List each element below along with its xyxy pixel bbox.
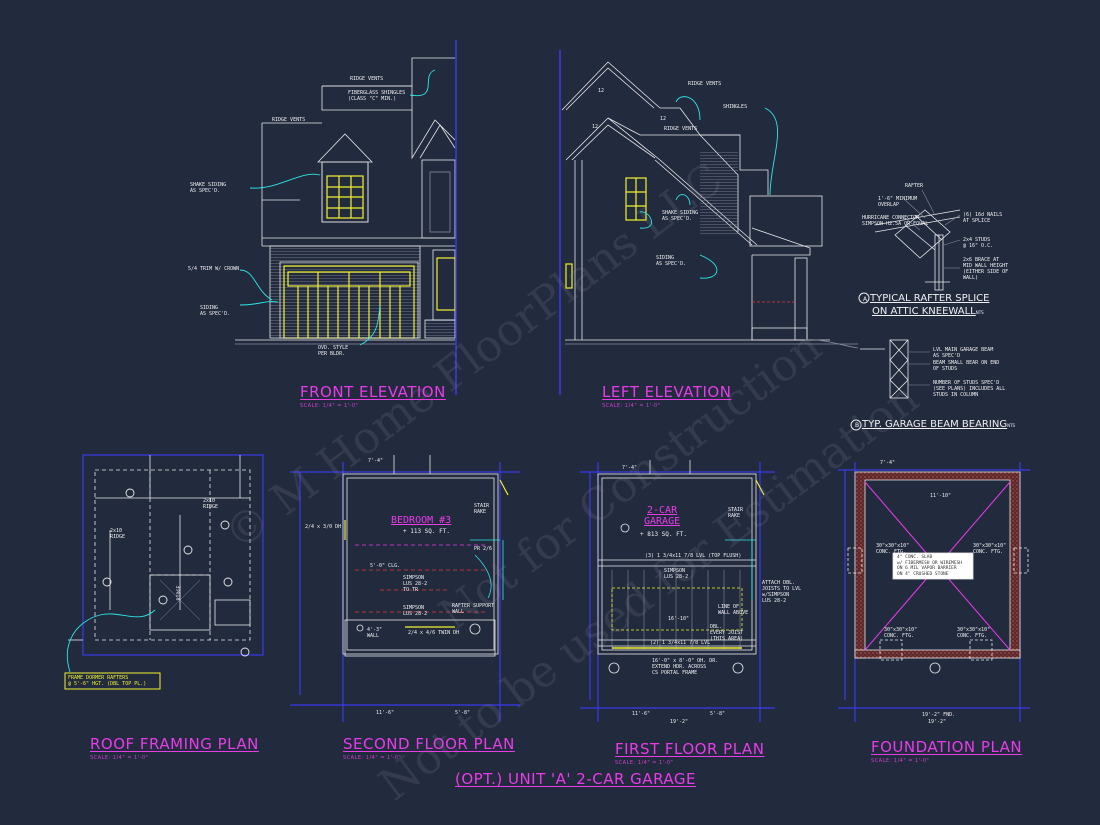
roof-callout-box <box>64 672 161 690</box>
first-dim-top: 7'-4" <box>622 465 638 471</box>
left-note-shingles: SHINGLES <box>723 104 748 110</box>
roof-ridge-3: RIDGE <box>176 585 183 601</box>
first-dim-mid: 16'-10" <box>668 616 690 622</box>
sheet-title: (OPT.) UNIT 'A' 2-CAR GARAGE <box>455 770 696 788</box>
front-elevation-drawing <box>235 40 457 395</box>
left-note-pitch-3: 12 <box>660 116 667 122</box>
foundation-ftg-1: 30"x30"x10"CONC. FTG. <box>876 543 910 555</box>
second-floor-plan-drawing <box>290 455 520 722</box>
foundation-dim-mid: 11'-10" <box>930 493 952 499</box>
left-note-pitch-2: 12 <box>592 124 599 130</box>
foundation-dim-top: 7'-4" <box>880 460 896 466</box>
detail-b-drawing <box>860 339 930 399</box>
foundation-dim-b1: 19'-2" FND. <box>922 712 956 718</box>
second-dim-b2: 5'-8" <box>455 710 471 716</box>
first-room-area: + 813 SQ. FT. <box>640 531 687 538</box>
first-floor-plan-drawing <box>580 460 775 722</box>
front-note-ridge-left: RIDGE VENTS <box>272 117 306 123</box>
roof-callout: FRAME DORMER RAFTERS@ 5'-6" HGT. (DBL TO… <box>68 675 147 687</box>
foundation-dim-b2: 19'-2" <box>928 719 947 725</box>
second-door: PR 2/6 <box>474 546 493 552</box>
second-dh: 2/4 x 3/0 DH <box>305 524 342 530</box>
first-dim-b3: 19'-2" <box>670 719 689 725</box>
left-note-pitch-1: 12 <box>598 88 605 94</box>
detail-a-drawing <box>874 189 961 291</box>
detail-a-tag-circle <box>858 292 870 304</box>
front-note-shingles: FIBERGLASS SHINGLES(CLASS "C" MIN.) <box>348 90 406 102</box>
detail-a-rafter: RAFTER <box>905 183 924 189</box>
roof-framing-plan-drawing <box>68 454 264 656</box>
front-note-ridge-top: RIDGE VENTS <box>350 76 384 82</box>
left-note-ridge-top: RIDGE VENTS <box>688 81 722 87</box>
foundation-ftg-3: 30"x30"x10"CONC. FTG. <box>884 627 918 639</box>
second-room-name: BEDROOM #3 <box>391 515 452 526</box>
detail-b-num: NUMBER OF STUDS SPEC'D(SEE PLANS) INCLUD… <box>933 380 1006 398</box>
second-dim-top: 7'-4" <box>368 458 384 464</box>
second-wall: 4'-3"WALL <box>367 627 383 639</box>
foundation-plan-drawing <box>838 462 1030 722</box>
left-note-ridge: RIDGE VENTS <box>664 126 698 132</box>
first-dim-b1: 11'-6" <box>632 711 651 717</box>
foundation-ftg-4: 30"x30"x10"CONC. FTG. <box>957 627 991 639</box>
detail-a-studs: 2x4 STUDS@ 16" O.C. <box>963 237 994 249</box>
second-dim-b1: 11'-6" <box>376 710 395 716</box>
foundation-ftg-2: 30"x30"x10"CONC. FTG. <box>973 543 1007 555</box>
left-elevation-drawing <box>559 50 859 395</box>
detail-b-tag-circle <box>850 419 862 431</box>
second-room-area: + 113 SQ. FT. <box>403 528 450 535</box>
first-ovh: 16'-0" x 8'-0" OH. DR.EXTEND HDR. ACROSS… <box>652 658 719 676</box>
first-dbl: DBL.EVERY JOIST(THIS AREA) <box>710 624 744 642</box>
second-twin: 2/4 x 4/6 TWIN DH <box>408 630 460 636</box>
front-note-trim: 5/4 TRIM W/ CROWN <box>188 266 240 272</box>
first-lvl2: (2) 1 3/4x11 7/8 LVL <box>650 640 711 646</box>
second-clg: 5'-0" CLG. <box>370 563 401 569</box>
first-lvl: (3) 1 3/4x11 7/8 LVL (TOP FLUSH) <box>645 553 742 559</box>
first-dim-b2: 5'-8" <box>710 711 726 717</box>
